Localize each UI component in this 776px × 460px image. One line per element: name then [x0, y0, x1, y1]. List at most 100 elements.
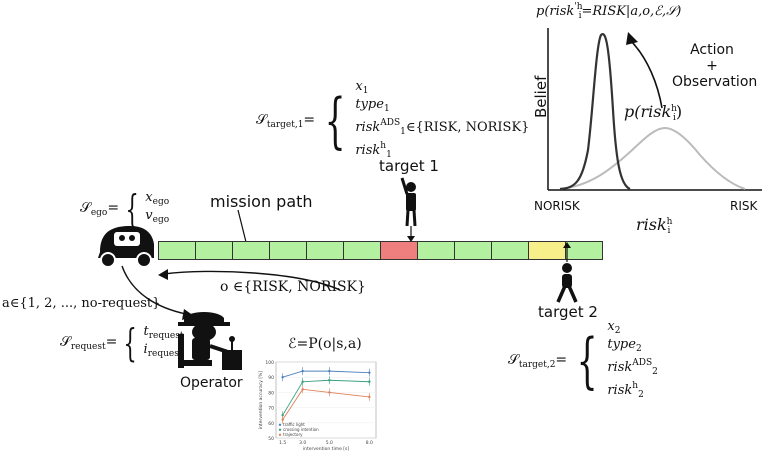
- inset-legend-marker: [278, 428, 282, 431]
- target1-brace: {: [324, 86, 346, 156]
- pedestrian-raising-hand-icon: [400, 177, 417, 242]
- inset-data-point: [328, 391, 331, 394]
- inset-data-point: [301, 380, 304, 383]
- path-cell-normal: [343, 241, 381, 260]
- posterior-title: p(risk'hi=RISK|a,o,ℰ,𝒮): [536, 2, 682, 21]
- inset-ytick-label: 90: [268, 375, 274, 381]
- observation-label: o ∈{RISK, NORISK}: [220, 279, 366, 295]
- update-arrow: [629, 39, 663, 109]
- inset-data-point: [281, 414, 284, 417]
- target1-state-line: x1: [355, 79, 369, 97]
- path-cell-normal: [269, 241, 307, 260]
- operator-label: Operator: [180, 375, 243, 391]
- path-cell-normal: [454, 241, 492, 260]
- inset-xtick-label: 3.0: [299, 440, 306, 446]
- ego-brace: {: [125, 187, 139, 231]
- inset-data-point: [328, 369, 331, 373]
- inset-ytick-label: 70: [268, 406, 274, 412]
- target1-state-symbol: 𝒮target,1=: [256, 112, 316, 130]
- observation-arrow: [158, 269, 341, 291]
- inset-plot-area: [275, 361, 377, 439]
- ego-state-line: vego: [145, 208, 170, 226]
- inset-ylabel: intervention accuracy [%]: [258, 371, 264, 430]
- inset-xtick-label: 8.0: [366, 440, 373, 446]
- request-state-line: trequest: [143, 324, 184, 342]
- mission-path-label: mission path: [210, 192, 313, 211]
- inset-data-point: [281, 376, 284, 379]
- inset-data-point: [368, 380, 371, 383]
- inset-legend-label: crossing intention: [283, 427, 319, 432]
- path-cell-normal: [491, 241, 529, 260]
- target1-state-line: riskh1: [355, 141, 392, 160]
- inset-data-point: [281, 418, 284, 421]
- path-cell-normal: [565, 241, 603, 260]
- path-cell-normal: [417, 241, 455, 260]
- inset-xlabel: intervention time [s]: [303, 446, 350, 452]
- target2-state-line: riskADS2: [607, 358, 658, 377]
- target1-label: target 1: [379, 157, 439, 175]
- target2-label: target 2: [538, 303, 598, 321]
- inset-data-point: [368, 371, 371, 374]
- inset-series-line: [282, 388, 370, 421]
- belief-plot: [547, 28, 762, 191]
- inset-ytick-label: 50: [268, 436, 274, 442]
- mission-path-pointer: [237, 209, 247, 243]
- belief-ylabel: Belief: [532, 75, 550, 118]
- intervention-accuracy-chart: 100 90 80 70 60 50 1.5 3.0 5.0 8.0 intervention ti…: [258, 360, 377, 452]
- update-arrow-head: [626, 32, 638, 45]
- inset-data-point: [328, 379, 331, 382]
- path-cell-normal: [232, 241, 270, 260]
- action-label: a∈{1, 2, ..., no-request}: [2, 296, 161, 311]
- path-cell-normal: [158, 241, 196, 260]
- inset-xtick-label: 5.0: [326, 440, 333, 446]
- inset-ytick-label: 60: [268, 421, 274, 427]
- path-cell-normal: [195, 241, 233, 260]
- inset-data-point: [301, 369, 304, 373]
- request-brace: {: [123, 321, 138, 365]
- update-label: Action + Observation: [672, 42, 758, 90]
- pedestrian-walking-icon: [556, 263, 578, 303]
- inset-ytick-label: 80: [268, 390, 274, 396]
- update-label-observation: Observation: [672, 74, 758, 90]
- ego-state-symbol: 𝒮ego=: [80, 200, 120, 218]
- target2-state-line: riskh2: [607, 381, 644, 400]
- inset-ytick-label: 100: [265, 360, 274, 366]
- xtick-risk: RISK: [730, 199, 758, 213]
- request-state-symbol: 𝒮request=: [60, 334, 118, 352]
- ego-vehicle-icon: [98, 226, 154, 268]
- ego-state-line: xego: [145, 190, 170, 208]
- mission-path: [158, 241, 603, 260]
- target2-state-line: x2: [607, 319, 621, 337]
- inset-legend-label: traffic light: [283, 422, 305, 427]
- update-label-action: Action: [690, 42, 734, 58]
- target2-state-symbol: 𝒮target,2=: [508, 352, 568, 370]
- inset-xtick-label: 1.5: [279, 440, 286, 446]
- prior-curve: [559, 126, 746, 190]
- target2-brace: {: [576, 326, 598, 396]
- operator-icon: [178, 312, 242, 370]
- inset-series-line: [282, 370, 370, 378]
- posterior-curve: [559, 33, 631, 191]
- target2-arrow: [563, 242, 571, 262]
- target2-state-line: type2: [607, 337, 642, 355]
- prior-label: p(riskhi): [624, 102, 683, 123]
- xtick-norisk: NORISK: [534, 199, 580, 213]
- environment-label: ℰ=P(o|s,a): [288, 336, 362, 352]
- inset-legend-label: trajectory: [283, 432, 303, 437]
- target1-state-line: riskADS1∈{RISK, NORISK}: [355, 118, 530, 137]
- inset-legend-marker: [278, 423, 282, 426]
- update-label-plus: +: [706, 58, 718, 74]
- target1-state-line: type1: [355, 97, 390, 115]
- path-cell-risk: [380, 241, 418, 260]
- inset-series-line: [282, 379, 370, 416]
- path-cell-normal: [306, 241, 344, 260]
